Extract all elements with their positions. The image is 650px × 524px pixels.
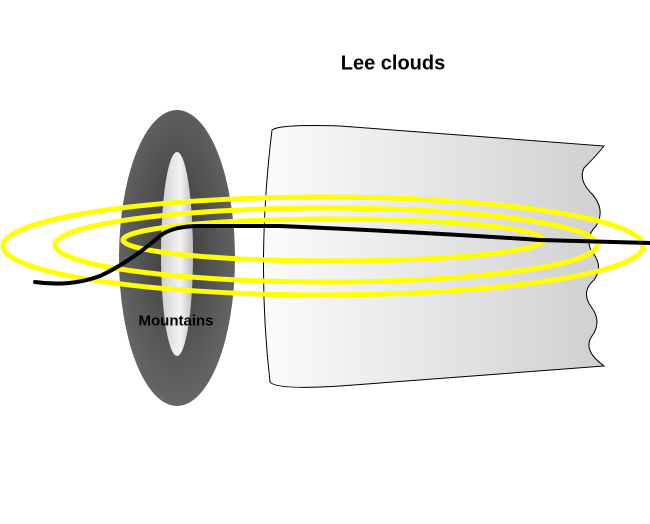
lee-clouds-label: Lee clouds — [340, 52, 446, 75]
mountains-label: Mountains — [138, 312, 214, 330]
streamline-outer — [0, 194, 646, 298]
streamline-middle — [52, 205, 600, 285]
airflow-line — [33, 224, 650, 286]
